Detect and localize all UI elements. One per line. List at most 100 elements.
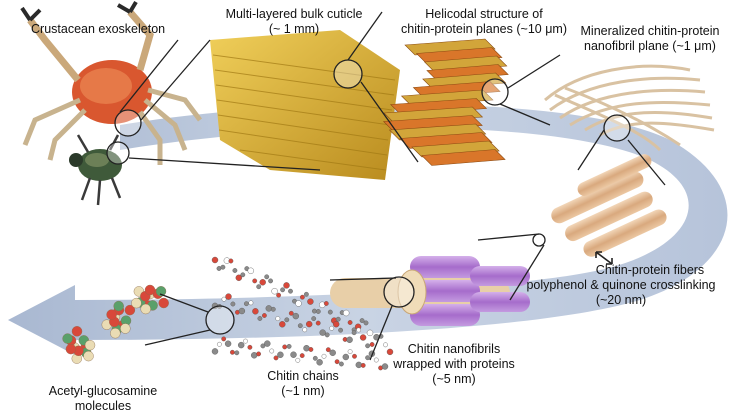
zoom-callouts [106,11,666,361]
chain-atom [259,279,266,286]
chain-atom [265,305,272,312]
helix-plate [426,64,509,81]
chain-atom [284,317,290,323]
chain-atom [232,268,238,273]
crab-illustration [20,0,202,165]
chain-atom [369,342,375,347]
chain-atom [360,362,366,368]
chain-atom [243,301,249,307]
helix-plate [423,55,508,73]
chain-atom [329,349,336,356]
chain-atom [299,353,305,358]
chain-atom [288,310,294,316]
chain-atom [324,332,330,338]
helix-plate [415,47,503,64]
chain-atom [323,301,329,306]
label-nanofibrils-line2: wrapped with proteins [392,357,515,371]
chain-atom [359,334,367,341]
chain-atom [270,306,276,312]
chain-atom [283,282,290,289]
chain-atom [381,363,389,370]
chain-atom [383,342,388,348]
chain-atom [216,341,222,347]
chain-atom [282,344,288,350]
chain-atom [333,321,340,328]
chain-atom [303,291,309,297]
chain-atom [230,301,236,307]
chain-atom [292,312,299,320]
chain-atom [235,274,243,281]
chain-atom [373,357,379,363]
molecule-atom [155,286,167,297]
chain-atom [327,309,333,315]
chain-atom [315,309,321,314]
chain-atom [352,353,357,359]
label-chains-line1: Chitin chains [267,369,339,383]
helix-plate [383,106,484,124]
chain-atom [240,272,246,278]
molecule-atom [71,326,83,337]
molecule-atom [120,323,131,334]
chain-atom [247,344,253,350]
chain-atom [277,351,284,358]
chain-atom [237,341,245,349]
molecule-atom [110,328,121,339]
chain-atom [279,321,286,328]
label-helicoidal-line1: Helicodal structure of [425,7,543,21]
label-fibers-line2: polyphenol & quinone crosslinking [526,278,715,292]
helix-plate [390,98,488,115]
chitin-protein-fibers [551,154,667,257]
label-fibers-line1: Chitin-protein fibers [596,263,704,277]
chain-atom [228,258,234,264]
chain-atom [347,320,353,325]
chain-atom [386,348,394,356]
chain-atom [312,355,318,361]
chain-atom [316,359,323,366]
chain-atom [243,338,248,344]
chain-atom [365,343,370,349]
molecule-atom [65,343,77,355]
chain-atom [280,287,285,293]
chain-atom [269,348,275,354]
chain-atom [276,292,281,298]
helix-plate [404,38,496,56]
chain-atom [351,330,357,336]
label-mineralized-line2: nanofibril plane (~1 μm) [584,39,716,53]
molecule-atom [106,309,117,320]
chain-atom [308,347,314,352]
chain-atom [286,343,292,349]
helix-plate [388,123,487,141]
chain-atom [221,336,227,342]
chain-atom [315,320,321,326]
label-fibers-line3: (~20 nm) [596,293,646,307]
label-chains-line2: (~1 nm) [281,384,324,398]
molecule-atom [131,297,142,309]
nanofibril-bundle [330,256,530,326]
chain-atom [346,336,353,343]
mineralized-fibril-plane [544,64,715,152]
chain-atom [335,316,341,322]
helicoidal-stack [382,38,509,166]
chain-atom [321,353,327,359]
chain-atom [311,316,317,321]
label-nanofibrils-line1: Chitin nanofibrils [408,342,500,356]
beetle-illustration [69,134,122,206]
chain-atom [271,288,278,295]
molecule-atom [158,297,169,309]
molecule-atom [84,340,96,351]
label-molecules-line1: Acetyl-glucosamine [49,384,157,398]
chain-atom [211,348,219,355]
label-nanofibrils-line3: (~5 nm) [432,372,475,386]
chain-atom [288,288,293,294]
label-crustacean: Crustacean exoskeleton [31,22,165,36]
chain-atom [225,293,232,300]
acetyl-glucosamine-molecules [62,284,169,364]
molecule-atom [62,333,73,344]
chain-atom [264,340,271,347]
label-molecules-line2: molecules [75,399,131,413]
chain-atom [299,294,305,300]
bulk-cuticle-block [210,30,400,180]
chain-atom [261,313,267,318]
